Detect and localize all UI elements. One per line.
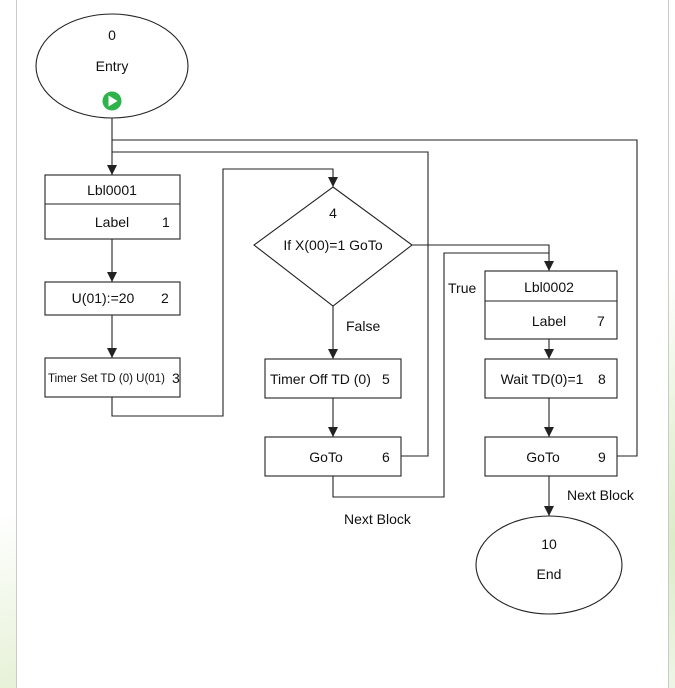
edge-6-next — [332, 252, 549, 498]
true-branch-label: True — [448, 280, 477, 296]
block-2-number: 2 — [161, 290, 169, 306]
false-branch-label: False — [346, 318, 381, 334]
block-9-number: 9 — [598, 449, 606, 465]
next-block-label-9: Next Block — [567, 487, 634, 503]
block-4-number: 4 — [329, 205, 337, 221]
block-7-title: Lbl0002 — [524, 279, 574, 295]
edge-3-to-4 — [111, 168, 338, 417]
end-number: 10 — [541, 536, 557, 552]
block-9-goto[interactable] — [484, 436, 618, 477]
block-8-text: Wait TD(0)=1 — [500, 371, 584, 387]
block-9-text: GoTo — [526, 449, 560, 465]
block-6-number: 6 — [382, 449, 390, 465]
end-label: End — [536, 566, 562, 582]
entry-node[interactable] — [35, 13, 189, 119]
entry-label: Entry — [95, 58, 129, 74]
edge-4-true — [412, 244, 554, 271]
block-1-number: 1 — [162, 214, 170, 230]
block-5-number: 5 — [382, 371, 390, 387]
block-2-text: U(01):=20 — [71, 290, 135, 306]
block-5-timer-off[interactable] — [264, 358, 402, 399]
block-8-number: 8 — [598, 371, 606, 387]
block-1-text: Label — [94, 214, 130, 230]
edge-6-return — [112, 151, 429, 457]
block-7-text: Label — [531, 313, 567, 329]
block-6-text: GoTo — [309, 449, 343, 465]
block-3-text: Timer Set TD (0) U(01) — [48, 373, 165, 385]
block-3-timer-set[interactable] — [44, 357, 181, 398]
block-2-assign[interactable] — [44, 281, 181, 316]
block-6-goto[interactable] — [264, 436, 402, 477]
edge-9-return — [112, 139, 638, 457]
block-7-label[interactable] — [484, 270, 618, 340]
play-icon — [102, 91, 122, 111]
end-node[interactable] — [475, 515, 623, 615]
block-1-label[interactable] — [44, 174, 181, 240]
entry-number: 0 — [108, 27, 116, 43]
block-1-title: Lbl0001 — [87, 182, 137, 198]
block-8-wait[interactable] — [484, 358, 618, 399]
block-7-number: 7 — [597, 313, 605, 329]
block-5-text: Timer Off TD (0) — [270, 371, 371, 387]
block-3-number: 3 — [172, 370, 180, 386]
block-4-text: If X(00)=1 GoTo — [283, 237, 383, 253]
next-block-label-6: Next Block — [344, 511, 411, 527]
block-4-decision[interactable] — [253, 186, 413, 307]
